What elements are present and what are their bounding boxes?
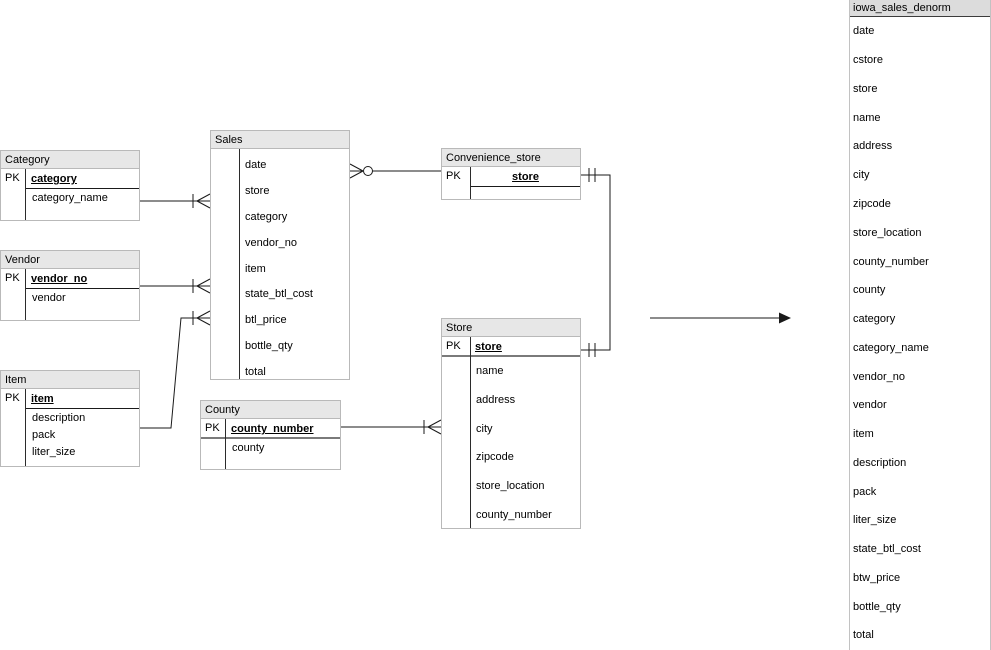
field-row: date (853, 25, 875, 38)
field-row: category (245, 210, 288, 223)
field-list: category_name (26, 189, 139, 206)
pk-field: category (26, 169, 139, 189)
field-row: total (853, 629, 874, 642)
field-row: county_number (853, 255, 929, 268)
flow-arrow-to-denorm (650, 312, 791, 324)
field-row: state_btl_cost (853, 543, 921, 556)
field-row: vendor (853, 399, 887, 412)
pk-label: PK (446, 170, 461, 182)
entity-county[interactable]: County PK county_number county (200, 400, 341, 470)
denorm-table[interactable]: iowa_sales_denorm date cstore store name add… (849, 0, 991, 650)
pk-field: store (471, 167, 580, 187)
relation-vendor-sales (140, 278, 211, 294)
pk-label: PK (205, 422, 220, 434)
field-row: county (232, 442, 265, 454)
entity-convenience-store[interactable]: Convenience_store PK store (441, 148, 581, 200)
denorm-field-list: date cstore store name address city zipcode sto… (850, 17, 990, 650)
pk-label: PK (5, 392, 20, 404)
entity-item[interactable]: Item PK item description pack liter_size (0, 370, 140, 467)
entity-category[interactable]: Category PK category category_name (0, 150, 140, 221)
field-row: store_location (853, 226, 922, 239)
field-row: vendor_no (245, 236, 297, 249)
field-list: description pack liter_size (26, 409, 139, 460)
entity-title: Sales (211, 131, 349, 149)
field-row: bottle_qty (245, 340, 293, 353)
relation-convenience-store-store (581, 168, 611, 357)
field-row: store (245, 184, 270, 197)
field-row: vendor_no (853, 370, 905, 383)
field-list: county (226, 439, 340, 457)
entity-title: Category (1, 151, 139, 169)
field-row: address (853, 140, 893, 153)
field-row: city (476, 422, 493, 435)
field-row: county_number (476, 508, 552, 521)
field-row: btw_price (853, 571, 901, 584)
pk-field: item (26, 389, 139, 409)
field-row: zipcode (853, 197, 891, 210)
entity-title: Store (442, 319, 580, 337)
entity-title: Convenience_store (442, 149, 580, 167)
field-row: county (853, 284, 886, 297)
pk-label: PK (5, 272, 20, 284)
field-row: pack (32, 428, 56, 441)
pk-field: store (442, 337, 580, 357)
relation-sales-convenience-store (349, 163, 441, 179)
field-row: item (245, 262, 266, 275)
field-row: bottle_qty (853, 600, 901, 613)
field-row: date (245, 158, 267, 171)
field-row: name (476, 365, 504, 378)
pk-divider (470, 337, 471, 528)
field-row: category_name (853, 341, 929, 354)
denorm-title: iowa_sales_denorm (850, 0, 990, 17)
field-row: pack (853, 485, 877, 498)
pk-label: PK (446, 340, 461, 352)
entity-title: County (201, 401, 340, 419)
field-row: description (853, 456, 907, 469)
field-row: city (853, 169, 870, 182)
field-row: cstore (853, 54, 883, 67)
pk-field: vendor_no (26, 269, 139, 289)
relation-category-sales (140, 193, 211, 209)
pk-divider (25, 169, 26, 220)
field-list: vendor (26, 289, 139, 306)
field-row: item (853, 428, 874, 441)
field-row: address (476, 394, 516, 407)
field-row: vendor (32, 291, 66, 304)
pk-field: county_number (201, 419, 340, 439)
pk-divider (25, 389, 26, 466)
pk-divider (25, 269, 26, 320)
field-row: state_btl_cost (245, 288, 313, 301)
pk-divider (470, 167, 471, 199)
field-row: category (853, 313, 896, 326)
relation-county-store (341, 419, 442, 435)
field-row: store_location (476, 480, 545, 493)
field-row: liter_size (32, 445, 76, 458)
field-row: zipcode (476, 451, 514, 464)
pk-divider (239, 149, 240, 379)
field-row: store (853, 82, 878, 95)
entity-title: Item (1, 371, 139, 389)
field-row: category_name (32, 191, 108, 204)
field-row: total (245, 366, 266, 379)
field-row: liter_size (853, 514, 897, 527)
pk-label: PK (5, 172, 20, 184)
field-row: name (853, 111, 881, 124)
entity-store[interactable]: Store PK store name address city zipcode sto… (441, 318, 581, 529)
field-row: description (32, 411, 86, 424)
entity-vendor[interactable]: Vendor PK vendor_no vendor (0, 250, 140, 321)
entity-title: Vendor (1, 251, 139, 269)
field-row: btl_price (245, 314, 287, 327)
pk-divider (225, 419, 226, 469)
